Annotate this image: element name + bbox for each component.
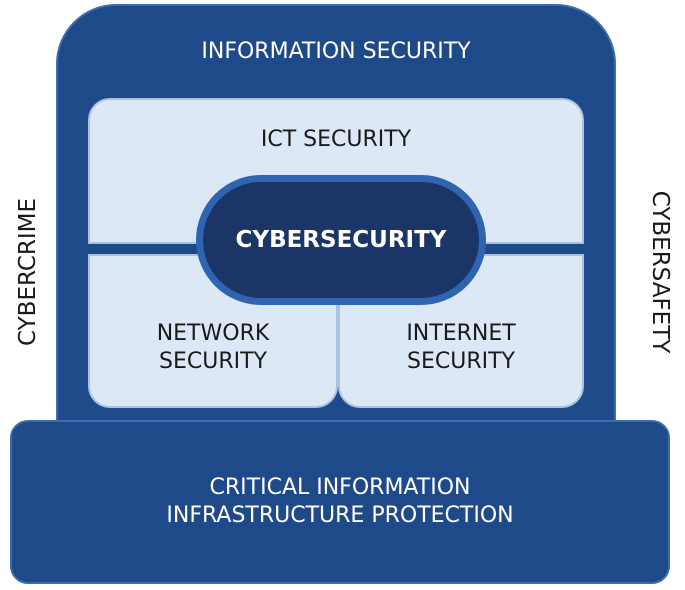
internet-security-line2: SECURITY [407, 348, 515, 374]
internet-security-label: INTERNET SECURITY [340, 320, 582, 375]
network-security-line1: NETWORK [156, 321, 270, 346]
ict-security-label: ICT SECURITY [260, 127, 412, 152]
information-security-label: INFORMATION SECURITY [201, 39, 471, 64]
ciip-line2: INFRASTRUCTURE PROTECTION [166, 502, 514, 528]
cybersecurity-core [196, 175, 486, 305]
cybersafety-side-label: CYBERSAFETY [647, 190, 673, 354]
cybersecurity-label: CYBERSECURITY [235, 227, 447, 253]
internet-security-line1: INTERNET [406, 321, 516, 346]
ciip-label: CRITICAL INFORMATION INFRASTRUCTURE PROT… [10, 474, 670, 529]
ciip-base-block [10, 420, 670, 584]
cybercrime-side-label: CYBERCRIME [15, 197, 41, 347]
network-security-label: NETWORK SECURITY [92, 320, 334, 375]
network-security-line2: SECURITY [159, 348, 267, 374]
ciip-line1: CRITICAL INFORMATION [209, 475, 471, 500]
